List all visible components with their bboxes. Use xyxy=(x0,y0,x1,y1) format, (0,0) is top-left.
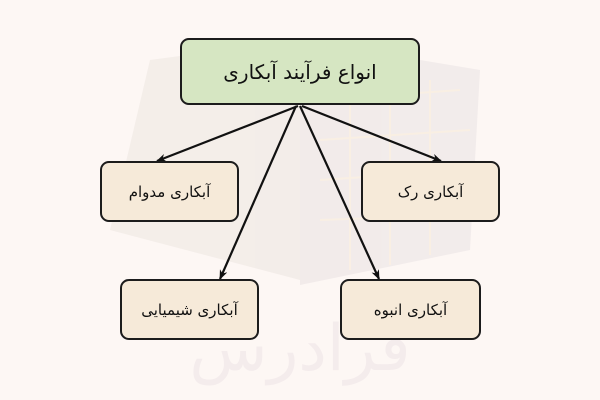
edge-root-to-continuous xyxy=(156,104,299,163)
node-bulk-plating-label: آبکاری انبوه xyxy=(373,300,448,319)
edge-root-to-rack xyxy=(301,104,442,163)
edge-root-to-chemical xyxy=(218,105,298,280)
node-bulk-plating: آبکاری انبوه xyxy=(340,279,481,340)
node-rack-plating-label: آبکاری رک xyxy=(397,182,464,201)
edge-root-to-bulk xyxy=(298,105,381,280)
node-rack-plating: آبکاری رک xyxy=(361,161,500,222)
node-continuous-plating: آبکاری مدوام xyxy=(100,161,239,222)
node-chemical-plating: آبکاری شیمیایی xyxy=(120,279,259,340)
root-node: انواع فرآیند آبکاری xyxy=(180,38,420,105)
node-chemical-plating-label: آبکاری شیمیایی xyxy=(141,300,238,319)
node-continuous-plating-label: آبکاری مدوام xyxy=(128,182,211,201)
root-node-label: انواع فرآیند آبکاری xyxy=(223,59,377,84)
